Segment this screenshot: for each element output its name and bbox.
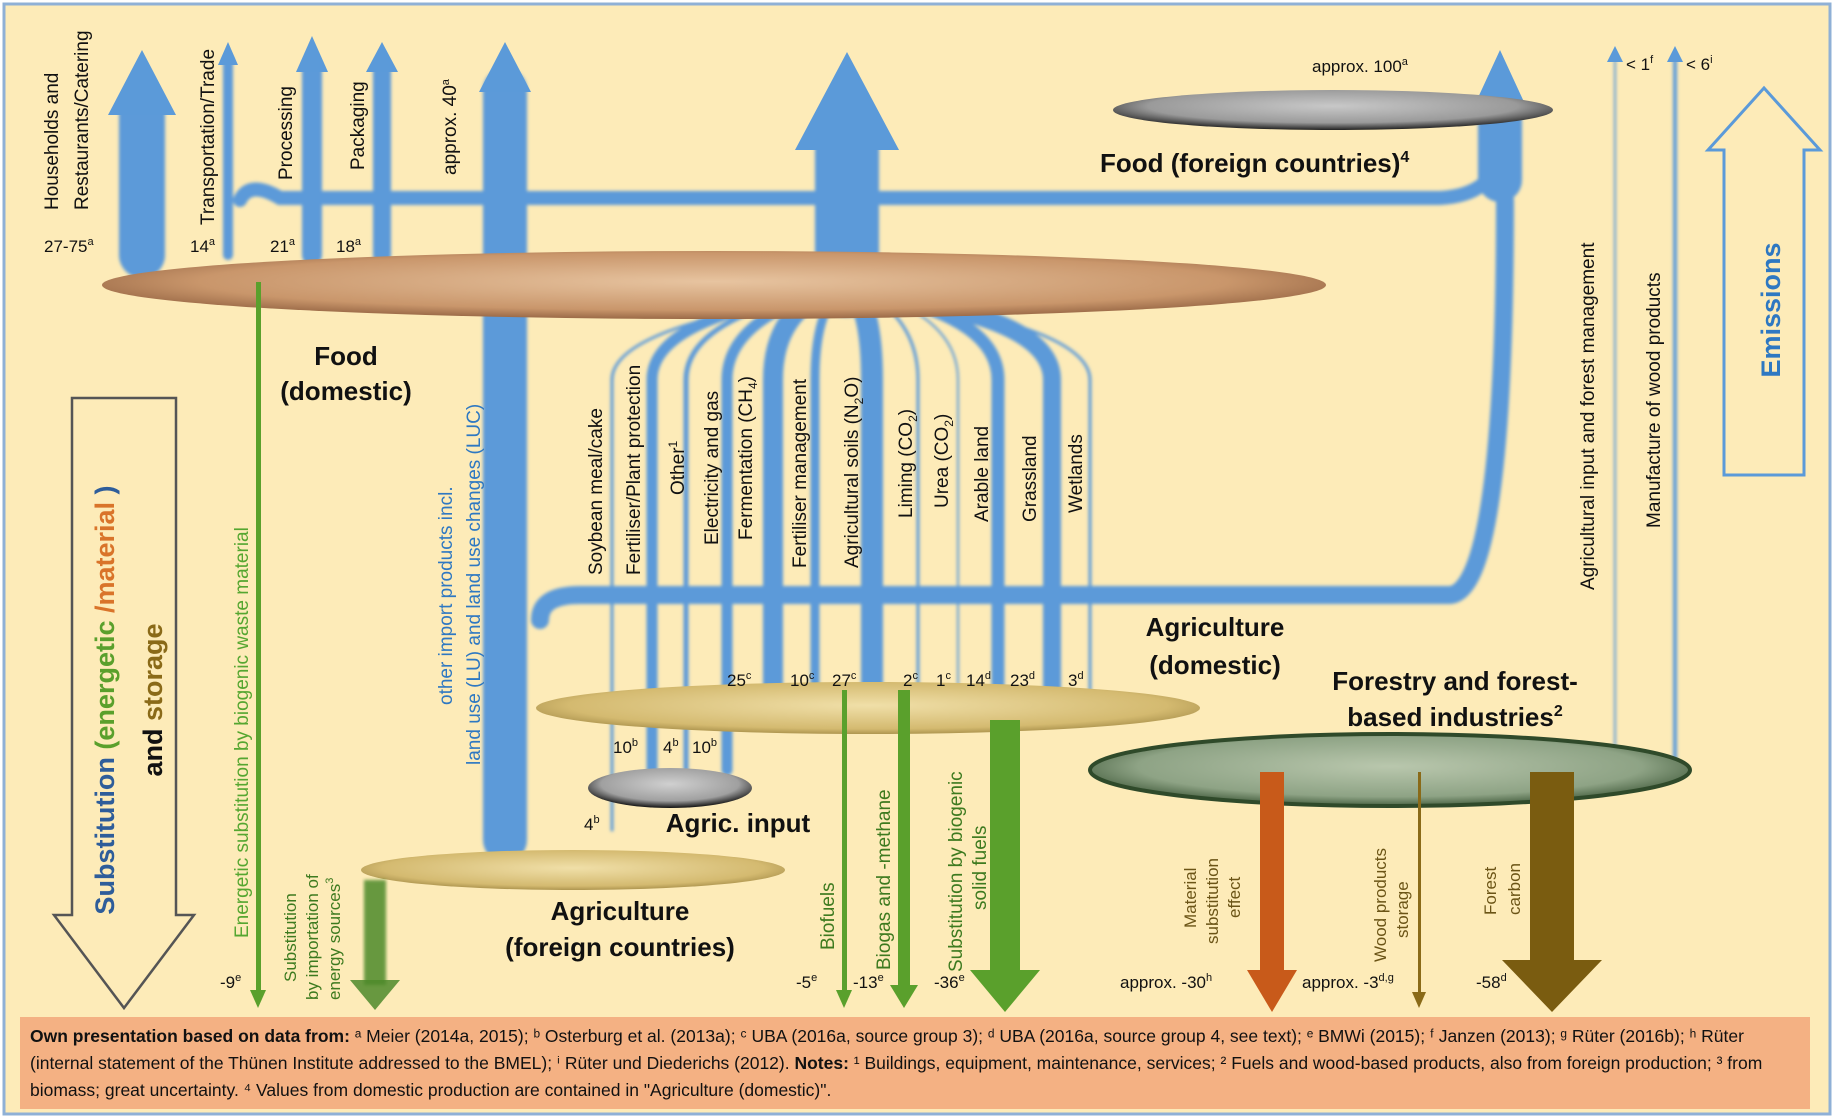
wood-products-value: < 6i (1686, 54, 1713, 74)
storage-label: and storage (138, 623, 168, 776)
soybean-value: 4b (584, 814, 600, 834)
food-domestic-title: Food (314, 341, 378, 371)
forest-carbon-label-1: Forest (1481, 867, 1500, 915)
agric-input-plate (588, 768, 752, 808)
material-substitution-value: approx. -30h (1120, 972, 1212, 992)
processing-label: Processing (276, 86, 297, 180)
soils-label: Agricultural soils (N2O) (842, 377, 866, 568)
wood-storage-value: approx. -3d,g (1302, 972, 1394, 992)
fermentation-value: 25c (727, 670, 752, 690)
food-domestic-plate (102, 251, 1326, 319)
agriculture-domestic-title: Agriculture (1146, 612, 1285, 642)
food-foreign-title: Food (foreign countries)4 (1100, 148, 1409, 178)
forest-carbon-label-2: carbon (1505, 863, 1524, 915)
footnotes-panel: Own presentation based on data from: ᵃ M… (20, 1017, 1810, 1109)
luc-label: land use (LU) and land use changes (LUC) (464, 404, 485, 765)
import-label: other import products incl. (436, 486, 457, 705)
substitution-label: Substitution (energetic /material ) (90, 485, 120, 914)
footnotes-notes-lead: Notes: (794, 1053, 849, 1073)
footnotes-text: Own presentation based on data from: ᵃ M… (30, 1023, 1800, 1104)
substitution-arrows (250, 282, 1602, 1012)
emission-arrowheads (108, 36, 1683, 150)
solid-fuels-value: -36e (934, 972, 965, 992)
emissions-label: Emissions (1756, 242, 1786, 377)
fertiliser-mgmt-label: Fertiliser management (790, 378, 811, 568)
forestry-title: Forestry and forest- (1332, 666, 1578, 696)
fermentation-label: Fermentation (CH4) (736, 376, 760, 540)
solid-fuels-label-2: solid fuels (970, 826, 991, 911)
urea-label: Urea (CO2) (932, 414, 956, 508)
food-foreign-value: approx. 100a (1312, 56, 1409, 76)
emissions-legend-arrow (1704, 85, 1824, 477)
import-substitution-label-2: by importation of (303, 874, 322, 1000)
liming-value: 2c (903, 670, 918, 690)
import-substitution-label-1: Substitution (281, 893, 300, 982)
biogas-label: Biogas and -methane (874, 789, 895, 970)
biofuels-value: -5e (796, 972, 817, 992)
wetlands-label: Wetlands (1066, 434, 1087, 513)
arable-value: 14d (966, 670, 991, 690)
material-substitution-label-2: substitution (1203, 858, 1222, 944)
agriculture-domestic-title-2: (domestic) (1149, 650, 1280, 680)
packaging-label: Packaging (348, 81, 369, 170)
households-value: 27-75a (44, 236, 94, 256)
agriculture-foreign-title-2: (foreign countries) (505, 932, 735, 962)
food-domestic-title-2: (domestic) (280, 376, 411, 406)
packaging-value: 18a (336, 236, 362, 256)
other-value: 4b (663, 737, 679, 757)
processing-value: 21a (270, 236, 296, 256)
forestry-plate (1088, 732, 1692, 808)
other-label: Other1 (666, 440, 689, 495)
food-connector-flow (233, 143, 1507, 207)
biofuels-label: Biofuels (818, 882, 839, 950)
wood-storage-label-2: storage (1393, 881, 1412, 938)
biogas-value: -13e (853, 972, 884, 992)
fertiliser-mgmt-value: 10c (790, 670, 815, 690)
soils-value: 27c (832, 670, 857, 690)
restaurants-label: Restaurants/Catering (72, 30, 93, 210)
arable-label: Arable land (972, 426, 993, 522)
wood-products-label: Manufacture of wood products (1644, 272, 1665, 528)
urea-value: 1c (936, 670, 951, 690)
grassland-label: Grassland (1020, 435, 1041, 522)
agriculture-foreign-title: Agriculture (551, 896, 690, 926)
fertiliser-plant-label: Fertiliser/Plant protection (624, 365, 645, 575)
agri-connector-flow (531, 191, 1514, 629)
solid-fuels-label-1: Substitution by biogenic (946, 771, 967, 972)
agric-input-title: Agric. input (666, 808, 811, 838)
energetic-substitution-value: -9e (220, 972, 241, 992)
wetlands-value: 3d (1068, 670, 1084, 690)
import-value: approx. 40a (440, 78, 461, 175)
fertiliser-plant-value: 10b (613, 737, 638, 757)
substitution-legend-arrow (51, 396, 197, 1011)
households-label: Households and (42, 73, 63, 210)
electricity-gas-label: Electricity and gas (702, 391, 723, 545)
liming-label: Liming (CO2) (896, 409, 920, 518)
agriculture-foreign-plate (361, 850, 785, 890)
forest-carbon-value: -58d (1476, 972, 1507, 992)
import-substitution-label-3: energy sources3 (324, 878, 344, 1000)
forestry-title-2: based industries2 (1347, 702, 1563, 732)
footnotes-lead: Own presentation based on data from: (30, 1026, 350, 1046)
footnotes-sources: ᵃ Meier (2014a, 2015); ᵇ Osterburg et al… (30, 1026, 1744, 1073)
forest-mgmt-value: < 1f (1626, 54, 1654, 74)
wood-storage-label-1: Wood products (1371, 848, 1390, 962)
footnotes-notes: ¹ Buildings, equipment, maintenance, ser… (30, 1053, 1763, 1100)
agriculture-domestic-plate (536, 682, 1200, 734)
electricity-gas-value: 10b (692, 737, 717, 757)
grassland-value: 23d (1010, 670, 1035, 690)
food-foreign-plate (1113, 90, 1553, 130)
material-substitution-label-3: effect (1225, 876, 1244, 918)
transport-label: Transportation/Trade (198, 49, 219, 225)
transport-value: 14a (190, 236, 216, 256)
energetic-substitution-label: Energetic substitution by biogenic waste… (232, 527, 253, 938)
forest-mgmt-label: Agricultural input and forest management (1578, 242, 1599, 590)
material-substitution-label-1: Material (1181, 868, 1200, 928)
soybean-label: Soybean meal/cake (586, 408, 607, 575)
